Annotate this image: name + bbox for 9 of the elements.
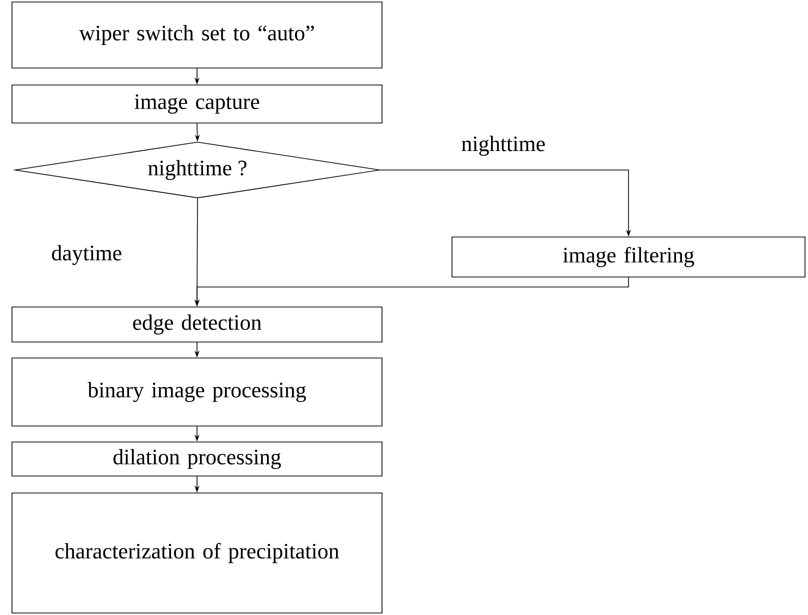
process-box: wiper switch set to “auto” <box>12 2 382 68</box>
edge-label: daytime <box>50 244 124 266</box>
process-box: dilation processing <box>12 442 382 476</box>
process-box: binary image processing <box>12 358 382 426</box>
process-box: image capture <box>12 84 382 124</box>
process-box: edge detection <box>12 306 382 342</box>
process-box: image filtering <box>452 236 806 278</box>
edge-label: nighttime <box>460 134 547 157</box>
process-box: characterization of precipitation <box>12 492 382 614</box>
